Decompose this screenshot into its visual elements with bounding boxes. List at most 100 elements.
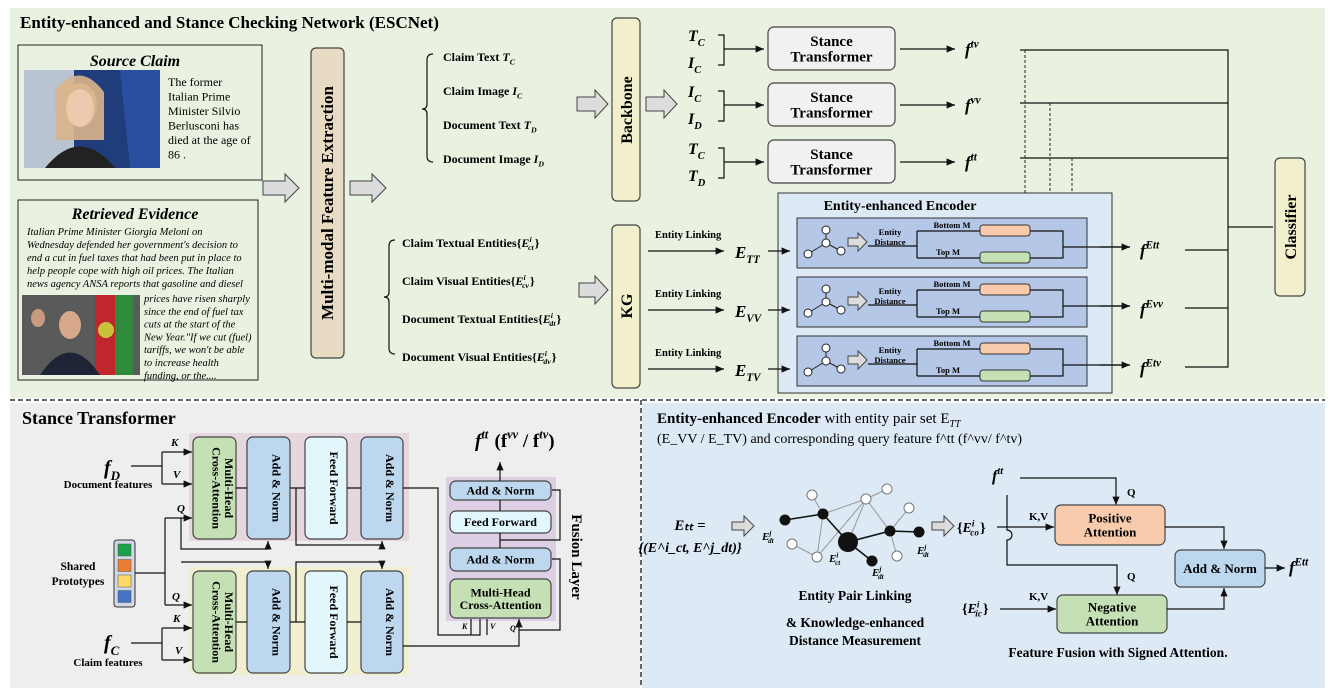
- q-arrow-positive: [1020, 477, 1120, 505]
- stance-input: TC: [688, 28, 706, 49]
- entity-linking-label: Entity Linking: [655, 348, 722, 359]
- graph-node-icon: [821, 225, 831, 235]
- positive-to-add: [1165, 526, 1228, 549]
- ftt-label: ftt: [992, 466, 1004, 485]
- fusion-v-label: V: [490, 622, 496, 631]
- encoder-subblock: [796, 276, 1088, 328]
- feed-forward-block-claim: Feed Forward: [304, 570, 348, 674]
- evidence-text-line: to increase health: [144, 358, 219, 369]
- fusion-add-norm-bottom-label: Add & Norm: [467, 553, 535, 567]
- graph-node-icon: [821, 238, 831, 248]
- fusion-add-norm-top-label: Add & Norm: [467, 484, 535, 498]
- residual-line: [180, 518, 272, 550]
- encoder-lines: [868, 289, 1130, 318]
- add-norm-block-label: Add & Norm: [1183, 561, 1257, 576]
- encoder-output: fEtt: [1140, 239, 1161, 260]
- add-norm-block-doc: Add & Norm: [360, 436, 404, 540]
- document-features-label: Document features: [64, 479, 153, 491]
- arrow-right-icon: [349, 172, 387, 204]
- stance-transformer-block-label: Stance: [810, 147, 853, 163]
- fett-label: fEtt: [1289, 556, 1310, 577]
- ett-equation: Eₜₜ =: [673, 518, 705, 534]
- backbone-block: [611, 17, 641, 202]
- bottom-m-block: [979, 224, 1031, 237]
- fusion-add-norm-bottom: Add & Norm: [449, 547, 552, 572]
- entity-distance-label: Distance: [874, 355, 905, 365]
- classifier-label: Classifier: [1283, 195, 1300, 260]
- arrow-right-icon: [262, 172, 300, 204]
- k-label: K: [170, 437, 179, 449]
- entity-distance-label: Entity: [879, 227, 902, 237]
- fusion-mhca-label: Cross-Attention: [460, 598, 542, 612]
- feed-forward-block-doc: Feed Forward: [304, 436, 348, 540]
- graph-edge: [816, 498, 867, 558]
- graph-node-icon: [803, 249, 813, 259]
- fusion-layer-label: Fusion Layer: [568, 514, 584, 600]
- graph-node-icon: [803, 308, 813, 318]
- q-arrow-negative: [1006, 495, 1121, 595]
- add-norm-block-claim-label: Add & Norm: [270, 588, 284, 656]
- fusion-add-norm-top: Add & Norm: [449, 480, 552, 501]
- claim-text-line: 86 .: [168, 148, 186, 162]
- input-bracket: [718, 90, 764, 122]
- feature-item: Document Image ID: [443, 152, 545, 169]
- bottom-m-label: Bottom M: [933, 279, 970, 289]
- bottom-m-label: Bottom M: [933, 220, 970, 230]
- claim-text-line: Berlusconi has: [168, 119, 239, 133]
- kv-label: K,V: [1029, 511, 1048, 523]
- doc-to-fusion-kv: [403, 487, 488, 636]
- classifier-connectors: [1020, 49, 1273, 368]
- top-m-label: Top M: [936, 365, 960, 375]
- entity-node-icon: [903, 502, 915, 514]
- top-m-block: [979, 251, 1031, 264]
- encoder-detail: Entity-enhanced Encoder with entity pair…: [638, 411, 1309, 660]
- stance-input: ID: [687, 111, 703, 132]
- graph-node-icon: [821, 297, 831, 307]
- stance-input: TD: [688, 168, 707, 189]
- bottom-m-block: [979, 283, 1031, 296]
- features-bracket: [421, 53, 434, 163]
- fusion-k-label: K: [461, 622, 468, 631]
- evidence-text-top: Italian Prime Minister Giorgia Meloni on…: [26, 227, 243, 290]
- stance-output: ftv: [965, 38, 980, 59]
- evidence-text-line: end a cut in fuel taxes that had been pu…: [27, 253, 242, 264]
- evidence-title: Retrieved Evidence: [71, 206, 199, 223]
- residual-line: [295, 488, 386, 550]
- diagram-title: Entity-enhanced and Stance Checking Netw…: [20, 13, 439, 32]
- feed-forward-block-claim-label: Feed Forward: [327, 586, 341, 659]
- encoder-subblock: [796, 335, 1088, 387]
- stance-input: IC: [687, 55, 703, 76]
- v-label: V: [173, 469, 182, 481]
- entity-distance-label: Entity: [879, 345, 902, 355]
- v-label: V: [175, 645, 184, 657]
- entity-pair-set: ETT: [734, 243, 761, 266]
- shared-prototypes-label: Prototypes: [52, 576, 105, 588]
- kg-block: [611, 224, 641, 389]
- claim-features-label: Claim features: [73, 657, 143, 669]
- add-norm-block-doc-label: Add & Norm: [383, 454, 397, 522]
- claim-text-line: Minister Silvio: [168, 104, 240, 118]
- entity-node-icon: [866, 555, 878, 567]
- add-norm-block-claim: Add & Norm: [360, 570, 404, 674]
- ett-set: {(E^i_ct, E^j_dt)}: [638, 541, 742, 556]
- top-m-block: [979, 310, 1031, 323]
- pair-linking-caption: & Knowledge-enhanced: [786, 615, 925, 630]
- claim-fork: [131, 628, 163, 660]
- graph-node-icon: [836, 364, 846, 374]
- stance-transformer-block-label: Stance: [810, 90, 853, 106]
- entity-node-icon: [786, 538, 798, 550]
- evidence-text-line: New Year."If we cut (fuel): [143, 332, 252, 343]
- add-norm-block-claim: Add & Norm: [246, 570, 291, 674]
